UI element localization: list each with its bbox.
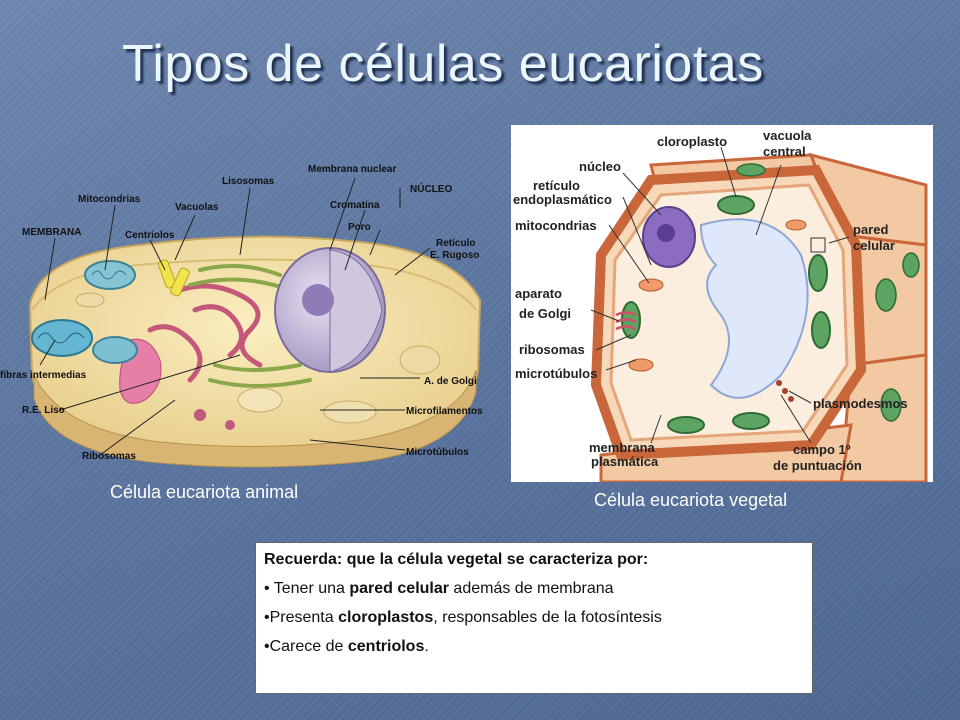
label-mitocondrias-vegetal: mitocondrias [515,218,597,233]
label-membrana-nuclear: Membrana nuclear [308,164,397,175]
label-cromatina: Cromatina [330,200,380,211]
plant-cell-illustration: cloroplasto vacuola central núcleo retíc… [511,125,933,484]
note-item-pared-bold: pared celular [349,580,449,597]
note-heading: Recuerda: que la célula vegetal se carac… [264,551,649,568]
animal-cell-illustration: Membrana nuclear NÚCLEO Lisosomas Mitoco… [0,160,500,475]
label-central: central [763,144,806,159]
caption-plant-cell: Célula eucariota vegetal [594,490,788,510]
label-vacuolas: Vacuolas [175,202,219,213]
label-lisosomas: Lisosomas [222,176,275,187]
label-centriolos: Centriolos [125,230,175,241]
label-reticulo-vegetal: retículo [533,178,580,193]
reminder-note-box: Recuerda: que la célula vegetal se carac… [255,542,813,694]
label-vacuola: vacuola [763,128,812,143]
plant-cell-drawing [590,146,928,484]
label-pared: pared [853,222,889,237]
label-de-golgi: de Golgi [519,306,571,321]
label-fibras-intermedias: fibras intermedias [0,370,87,381]
note-item-pared: • Tener una pared celular además de memb… [264,580,804,598]
label-cloroplasto: cloroplasto [657,134,728,149]
label-membrana-animal: MEMBRANA [22,227,82,238]
note-item-pared-pre: • Tener una [264,580,350,597]
animal-cell-drawing [28,177,482,468]
label-microtubulos-vegetal: microtúbulos [515,366,598,381]
label-mitocondrias-animal: Mitocondrias [78,194,141,205]
label-poro: Poro [348,222,371,233]
label-nucleo-vegetal: núcleo [579,159,621,174]
note-item-pared-post: además de membrana [448,580,614,597]
note-item-centriolos: •Carece de centriolos. [264,638,804,656]
label-re-liso: R.E. Liso [22,405,65,416]
label-plasmatica: plasmática [591,454,659,469]
label-nucleo-animal: NÚCLEO [410,184,453,195]
label-campo: campo 1º [793,442,851,457]
note-item-centriolos-post: . [424,638,429,655]
note-item-cloroplastos-pre: •Presenta [264,609,339,626]
label-endoplasmatico: endoplasmático [513,192,612,207]
note-item-centriolos-pre: •Carece de [264,638,348,655]
label-plasmodesmos: plasmodesmos [813,396,908,411]
caption-animal-cell: Célula eucariota animal [110,482,299,502]
note-item-centriolos-bold: centriolos [347,638,425,655]
label-celular: celular [853,238,895,253]
label-microtubulos-animal: Microtúbulos [406,447,469,458]
label-aparato: aparato [515,286,562,301]
label-ribosomas-vegetal: ribosomas [519,342,585,357]
note-item-cloroplastos-bold: cloroplastos [338,609,434,626]
label-e-rugoso: E. Rugoso [430,250,480,261]
label-reticulo-animal: Retículo [436,238,476,249]
label-ribosomas-animal: Ribosomas [82,451,136,462]
label-microfilamentos: Microfilamentos [406,406,483,417]
label-golgi-animal: A. de Golgi [424,376,477,387]
note-item-cloroplastos-post: , responsables de la fotosíntesis [433,609,662,626]
slide-title: Tipos de células eucariotas [122,35,764,93]
label-membrana-vegetal: membrana [589,440,655,455]
label-puntuacion: de puntuación [773,458,862,473]
note-item-cloroplastos: •Presenta cloroplastos, responsables de … [264,609,804,627]
